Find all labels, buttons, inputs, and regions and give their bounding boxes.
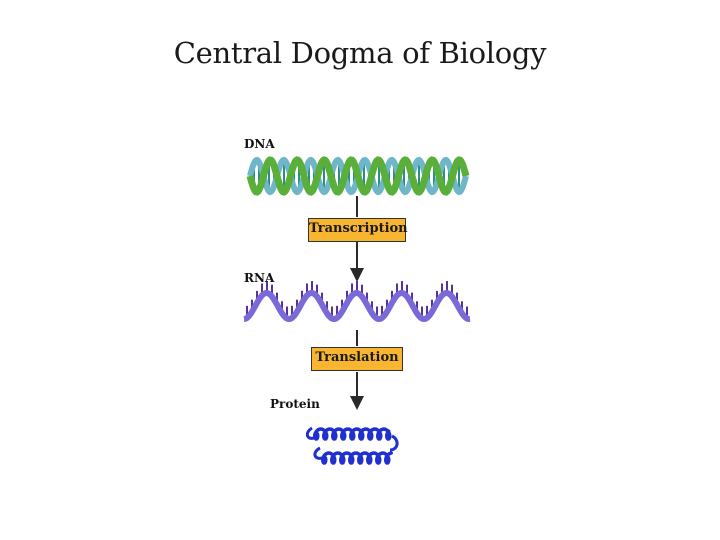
arrow-down-icon xyxy=(350,242,364,282)
dna-helix xyxy=(246,156,470,196)
protein-label: Protein xyxy=(270,397,320,411)
transcription-box: Transcription xyxy=(308,218,408,242)
dna-label: DNA xyxy=(244,137,275,151)
rna-strand xyxy=(243,281,471,323)
arrow-down-icon xyxy=(350,372,364,410)
page-title: Central Dogma of Biology xyxy=(173,36,547,70)
translation-box: Translation xyxy=(311,347,403,371)
rna-label: RNA xyxy=(244,271,275,285)
protein-structure xyxy=(305,426,399,465)
